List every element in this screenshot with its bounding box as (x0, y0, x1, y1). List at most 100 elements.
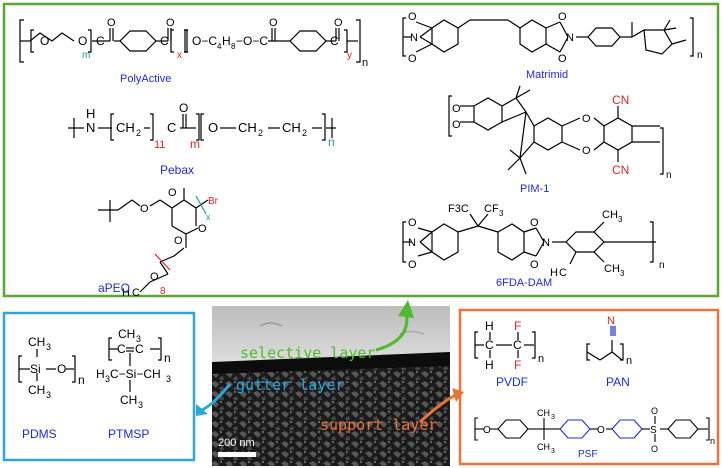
svg-text:3: 3 (138, 400, 143, 410)
pdms-structure (18, 349, 76, 383)
svg-text:n: n (659, 260, 665, 271)
svg-text:O: O (166, 17, 175, 29)
pim1-label: PIM-1 (520, 183, 549, 195)
svg-text:CH: CH (604, 263, 620, 275)
pdms-label: PDMS (22, 427, 57, 441)
pan-structure (586, 340, 624, 361)
fdadam-structure (402, 213, 656, 265)
svg-text:3: 3 (618, 215, 623, 224)
svg-text:3: 3 (551, 414, 555, 421)
svg-text:O: O (174, 235, 183, 247)
svg-text:y: y (347, 50, 352, 61)
svg-text:C: C (513, 338, 522, 352)
gutter-arrow (201, 383, 232, 412)
svg-text:O: O (269, 17, 278, 29)
selective-materials-box (2, 2, 720, 298)
svg-text:O: O (408, 11, 417, 23)
svg-text:N: N (607, 315, 615, 327)
svg-text:8: 8 (160, 286, 166, 297)
gutter-materials-box (2, 311, 196, 462)
svg-text:O: O (408, 259, 417, 271)
ptmsp-structure (108, 337, 162, 392)
svg-text:O: O (408, 53, 417, 65)
svg-text:O−C: O−C (192, 34, 217, 48)
svg-text:C: C (132, 287, 140, 299)
svg-text:3: 3 (499, 209, 504, 218)
svg-text:3: 3 (46, 342, 51, 352)
svg-text:x: x (206, 212, 211, 222)
svg-text:CH: CH (238, 120, 257, 135)
pvdf-structure (474, 331, 536, 359)
pim1-cn-top: CN (612, 93, 629, 107)
svg-text:N: N (86, 120, 95, 135)
svg-text:3: 3 (46, 390, 51, 400)
svg-text:O: O (334, 17, 343, 29)
psf-label: PSF (578, 449, 597, 460)
psf-structure (474, 416, 710, 442)
svg-text:8: 8 (231, 42, 236, 51)
gutter-arrowhead (196, 404, 208, 416)
svg-text:O: O (483, 425, 491, 436)
svg-text:CH: CH (282, 120, 301, 135)
polyactive-structure (19, 19, 361, 63)
svg-text:O: O (452, 119, 461, 131)
svg-text:C: C (96, 34, 105, 48)
svg-text:C: C (330, 34, 339, 48)
pim1-cn-bottom: CN (612, 163, 629, 177)
svg-text:O: O (78, 34, 87, 48)
pebax-structure (68, 113, 336, 141)
svg-text:H: H (86, 106, 95, 121)
svg-text:O: O (651, 444, 658, 454)
svg-text:O: O (530, 259, 539, 271)
svg-text:n: n (538, 353, 544, 365)
svg-text:C−Si−CH: C−Si−CH (110, 367, 161, 381)
svg-text:O: O (179, 101, 188, 115)
ptmsp-label: PTMSP (108, 427, 149, 441)
svg-text:O: O (597, 425, 605, 436)
svg-text:2: 2 (302, 128, 307, 138)
svg-text:3: 3 (551, 448, 555, 455)
svg-text:m: m (82, 50, 90, 61)
svg-text:O: O (140, 203, 149, 215)
sem-image (212, 306, 450, 466)
fdadam-cf3-left: F3C (448, 203, 469, 215)
svg-text:F: F (514, 358, 521, 372)
svg-text:O: O (198, 223, 207, 235)
scale-bar-label: 200 nm (218, 437, 255, 449)
svg-text:O: O (208, 120, 218, 135)
polyactive-label: PolyActive (120, 73, 171, 85)
svg-text:n: n (362, 57, 368, 69)
svg-text:O: O (582, 113, 591, 125)
svg-text:CH: CH (116, 120, 135, 135)
pvdf-label: PVDF (496, 375, 528, 389)
svg-text:n: n (164, 351, 171, 365)
support-materials-box (458, 308, 720, 466)
selective-arrowhead (398, 300, 414, 318)
svg-text:O: O (57, 362, 66, 376)
svg-text:CH: CH (537, 442, 550, 452)
svg-text:n: n (697, 50, 703, 61)
svg-text:3: 3 (166, 374, 171, 384)
svg-text:H: H (222, 34, 231, 48)
svg-text:C: C (160, 34, 169, 48)
matrimid-structure (402, 17, 694, 57)
svg-text:O: O (408, 217, 417, 229)
svg-text:H: H (550, 267, 558, 279)
svg-text:O: O (168, 187, 177, 199)
svg-text:3: 3 (620, 269, 625, 278)
svg-text:C: C (117, 342, 126, 356)
svg-text:C: C (559, 267, 567, 279)
svg-text:N: N (408, 237, 416, 249)
matrimid-label: Matrimid (526, 69, 568, 81)
svg-text:CH: CH (28, 383, 45, 397)
svg-text:n: n (666, 170, 672, 181)
svg-text:C: C (485, 338, 494, 352)
pebax-sub-n: n (328, 135, 335, 149)
pim1-structure (448, 85, 664, 175)
svg-text:n: n (710, 436, 715, 446)
pan-label: PAN (606, 375, 630, 389)
svg-text:N: N (410, 32, 418, 44)
svg-text:N: N (542, 237, 550, 249)
svg-text:F: F (514, 319, 521, 333)
